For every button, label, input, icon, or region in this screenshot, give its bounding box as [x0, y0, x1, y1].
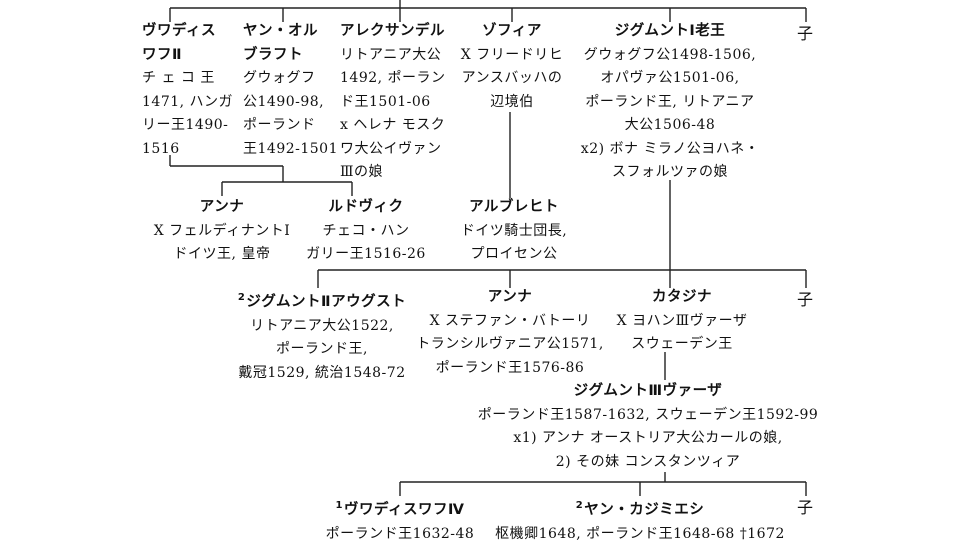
node-wladyslaw-iv: 1ヴワディスワフⅣ ポーランド王1632-48: [326, 494, 475, 546]
person-detail: 1516: [142, 140, 180, 157]
person-detail: ガリー王1516-26: [306, 246, 426, 262]
person-name: 2ジグムントⅡアウグスト: [238, 286, 406, 315]
person-detail: 1492, ポーラン: [340, 70, 446, 86]
person-detail: ポーランド: [243, 117, 316, 133]
person-detail: Ⅲの娘: [340, 164, 384, 180]
person-name-text: ジグムントⅡアウグスト: [246, 294, 407, 310]
person-detail: ド王1501-06: [340, 93, 431, 110]
person-detail: ドイツ騎士団長,: [460, 222, 568, 239]
child-marker: 子: [797, 290, 814, 309]
person-detail: グウォグフ: [243, 70, 316, 86]
person-detail: トランシルヴァニア公1571,: [416, 336, 604, 352]
person-detail: 1471, ハンガ: [142, 93, 234, 110]
person-detail: チ ェ コ 王: [142, 70, 215, 86]
node-zygmunt-i: ジグムントⅠ老王 グウォグフ公1498-1506, オパヴァ公1501-06, …: [581, 20, 759, 185]
person-detail: X ステファン・バトーリ: [429, 312, 591, 329]
person-detail: X フェルディナントⅠ: [153, 222, 291, 239]
person-name: 1ヴワディスワフⅣ: [326, 494, 475, 523]
person-detail: リトアニア大公: [340, 46, 442, 63]
node-jan-kazimierz: 2ヤン・カジミエシ 枢機卿1648, ポーランド王1648-68 †1672: [495, 494, 785, 546]
node-jan-olbracht: ヤン・オル ブラフト グウォグフ 公1490-98, ポーランド 王1492-1…: [243, 20, 338, 161]
person-name: ジグムントⅢヴァーザ: [573, 383, 723, 399]
person-detail: x1) アンナ オーストリア大公カールの娘,: [513, 430, 783, 446]
node-albrecht: アルブレヒト ドイツ騎士団長, プロイセン公: [461, 196, 567, 267]
person-detail: x ヘレナ モスク: [340, 117, 446, 133]
person-detail: 大公1506-48: [624, 117, 716, 133]
person-detail: 公1490-98,: [243, 93, 325, 110]
person-name: カタジナ: [651, 289, 712, 305]
person-detail: ポーランド王1587-1632, スウェーデン王1592-99: [477, 406, 819, 423]
person-name: アレクサンデル: [340, 23, 445, 39]
person-detail: 王1492-1501: [243, 140, 338, 157]
person-name-text: ヤン・カジミエシ: [584, 502, 705, 518]
node-ludwik: ルドヴィク チェコ・ハン ガリー王1516-26: [306, 196, 426, 267]
person-detail: チェコ・ハン: [322, 222, 410, 239]
person-name: アルブレヒト: [469, 199, 559, 215]
person-name: ヴワディス: [142, 23, 216, 39]
person-name: ヤン・オル: [243, 23, 318, 39]
person-name: ゾフィア: [482, 23, 542, 39]
person-detail: ドイツ王, 皇帝: [173, 246, 271, 262]
person-name: アンナ: [199, 199, 245, 215]
person-detail: X ヨハンⅢヴァーザ: [616, 312, 748, 329]
person-detail: 辺境伯: [490, 93, 534, 110]
person-detail: プロイセン公: [470, 246, 558, 262]
person-detail: 枢機卿1648, ポーランド王1648-68 †1672: [495, 525, 785, 542]
node-wladyslaw-ii: ヴワディス ワフⅡ チ ェ コ 王 1471, ハンガ リー王1490- 151…: [142, 20, 233, 161]
person-name: ワフⅡ: [142, 46, 183, 63]
child-marker: 子: [797, 24, 814, 43]
person-name: ジグムントⅠ老王: [614, 23, 726, 39]
person-detail: スウェーデン王: [631, 336, 733, 352]
node-aleksander: アレクサンデル リトアニア大公 1492, ポーラン ド王1501-06 x ヘ…: [340, 20, 446, 185]
person-detail: ポーランド王, リトアニア: [585, 93, 755, 110]
person-name-text: ヴワディスワフⅣ: [344, 502, 465, 518]
person-detail: グウォグフ公1498-1506,: [583, 46, 757, 63]
node-katarzyna: カタジナ X ヨハンⅢヴァーザ スウェーデン王: [617, 286, 748, 357]
person-detail: アンスバッハの: [461, 70, 563, 86]
person-name: 2ヤン・カジミエシ: [495, 494, 785, 523]
person-detail: リトアニア大公1522,: [250, 317, 394, 334]
node-zygmunt-iii-vasa: ジグムントⅢヴァーザ ポーランド王1587-1632, スウェーデン王1592-…: [478, 380, 819, 474]
node-anna-jagiellonka: アンナ X ステファン・バトーリ トランシルヴァニア公1571, ポーランド王1…: [416, 286, 604, 380]
person-detail: リー王1490-: [142, 117, 229, 133]
person-detail: 戴冠1529, 統治1548-72: [238, 364, 406, 381]
order-number: 2: [575, 500, 584, 511]
child-marker: 子: [797, 498, 814, 517]
person-detail: ポーランド王1632-48: [325, 525, 475, 542]
person-detail: X フリードリヒ: [460, 46, 564, 63]
person-name: アンナ: [487, 289, 533, 305]
person-detail: ポーランド王,: [276, 341, 368, 357]
node-zygmunt-ii-august: 2ジグムントⅡアウグスト リトアニア大公1522, ポーランド王, 戴冠1529…: [238, 286, 406, 385]
person-detail: ポーランド王1576-86: [435, 359, 585, 376]
person-detail: x2) ボナ ミラノ公ヨハネ・: [580, 140, 760, 157]
order-number: 1: [335, 500, 344, 511]
person-detail: オパヴァ公1501-06,: [600, 70, 740, 86]
person-name: ルドヴィク: [328, 199, 404, 215]
person-detail: スフォルツァの娘: [611, 164, 728, 180]
node-anna: アンナ X フェルディナントⅠ ドイツ王, 皇帝: [154, 196, 290, 267]
person-detail: 2) その妹 コンスタンツィア: [555, 453, 741, 470]
node-zofia: ゾフィア X フリードリヒ アンスバッハの 辺境伯: [461, 20, 563, 114]
person-detail: ワ大公イヴァン: [340, 140, 442, 157]
order-number: 2: [237, 292, 246, 303]
person-name: ブラフト: [243, 46, 303, 63]
